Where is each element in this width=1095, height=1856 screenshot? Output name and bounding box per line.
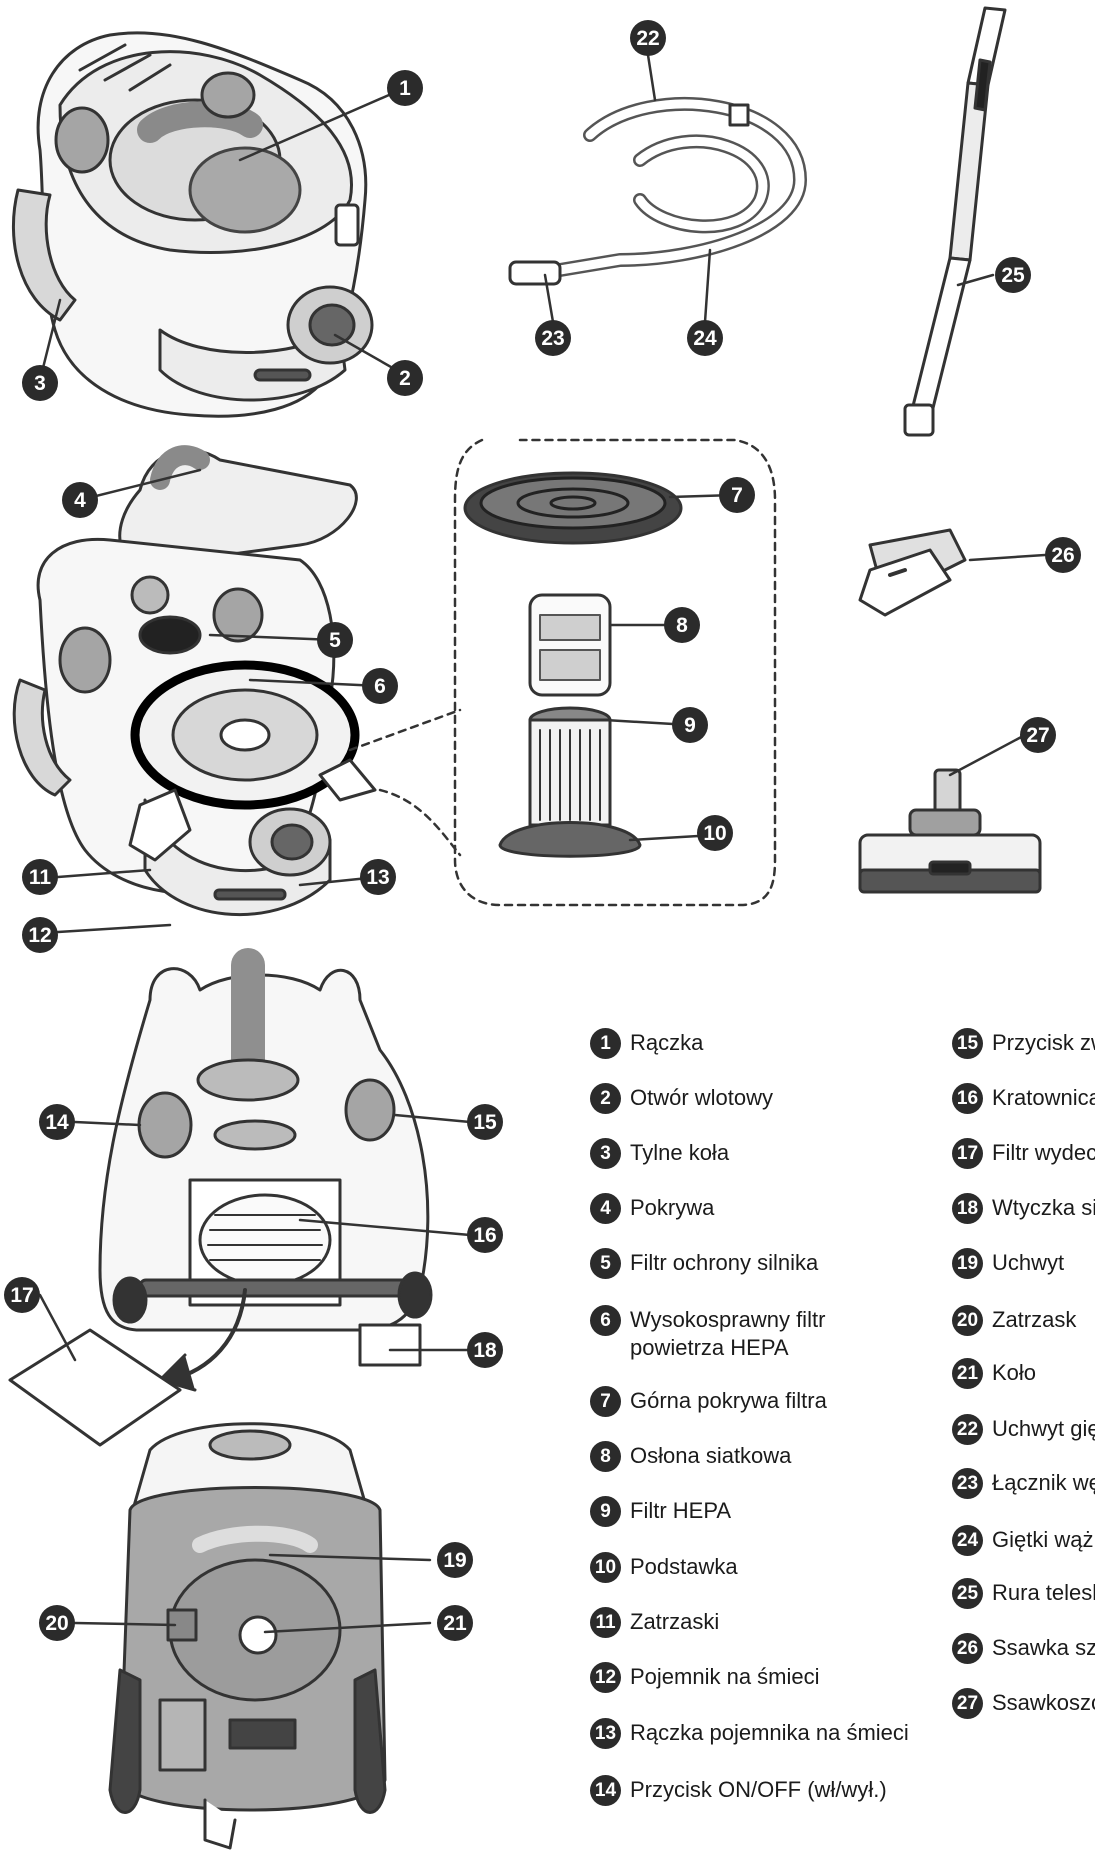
callout-1: 1 bbox=[387, 70, 423, 106]
svg-text:23: 23 bbox=[541, 327, 564, 350]
callout-18: 18 bbox=[467, 1332, 503, 1368]
flexible-hose bbox=[508, 96, 807, 286]
svg-text:11: 11 bbox=[29, 866, 52, 889]
svg-text:6: 6 bbox=[374, 675, 386, 698]
vacuum-bottom-view bbox=[108, 1422, 387, 1850]
vacuum-open-view bbox=[12, 438, 777, 916]
callout-3: 3 bbox=[22, 365, 58, 401]
legend-item-6-line1: Wysokosprawny filtr bbox=[630, 1307, 826, 1332]
callout-17: 17 bbox=[4, 1277, 40, 1313]
svg-text:17: 17 bbox=[10, 1284, 33, 1307]
callout-2: 2 bbox=[387, 360, 423, 396]
callout-5: 5 bbox=[317, 622, 353, 658]
callout-7: 7 bbox=[719, 477, 755, 513]
callout-23: 23 bbox=[535, 320, 571, 356]
svg-text:10: 10 bbox=[703, 822, 726, 845]
floor-nozzle bbox=[858, 768, 1042, 894]
callout-21: 21 bbox=[437, 1605, 473, 1641]
callout-22: 22 bbox=[630, 20, 666, 56]
callout-6: 6 bbox=[362, 668, 398, 704]
svg-text:24: 24 bbox=[693, 327, 717, 350]
svg-text:5: 5 bbox=[329, 629, 341, 652]
svg-text:21: 21 bbox=[443, 1612, 467, 1635]
svg-text:27: 27 bbox=[1026, 724, 1049, 747]
svg-text:16: 16 bbox=[473, 1224, 496, 1247]
callout-12: 12 bbox=[22, 917, 58, 953]
legend-item-27: 27Ssawkoszcz bbox=[952, 1688, 1095, 1719]
svg-text:12: 12 bbox=[28, 924, 51, 947]
callout-27: 27 bbox=[1020, 717, 1056, 753]
svg-text:13: 13 bbox=[366, 866, 389, 889]
svg-text:26: 26 bbox=[1051, 544, 1074, 567]
legend-item-6-line2: powietrza HEPA bbox=[630, 1335, 789, 1360]
svg-text:1: 1 bbox=[399, 77, 411, 100]
svg-text:19: 19 bbox=[443, 1549, 466, 1572]
callout-13: 13 bbox=[360, 859, 396, 895]
svg-text:14: 14 bbox=[45, 1111, 69, 1134]
svg-text:15: 15 bbox=[473, 1111, 497, 1134]
crevice-brush-tool bbox=[858, 528, 967, 617]
svg-text:18: 18 bbox=[473, 1339, 497, 1362]
svg-text:2: 2 bbox=[399, 367, 411, 390]
svg-text:20: 20 bbox=[45, 1612, 68, 1635]
callout-25: 25 bbox=[995, 257, 1031, 293]
svg-text:9: 9 bbox=[684, 714, 696, 737]
svg-text:7: 7 bbox=[731, 484, 743, 507]
callout-11: 11 bbox=[22, 859, 58, 895]
callout-8: 8 bbox=[664, 607, 700, 643]
callout-16: 16 bbox=[467, 1217, 503, 1253]
callout-19: 19 bbox=[437, 1542, 473, 1578]
svg-text:4: 4 bbox=[74, 489, 86, 512]
vacuum-rear-view bbox=[8, 948, 433, 1447]
svg-text:25: 25 bbox=[1001, 264, 1025, 287]
callout-20: 20 bbox=[39, 1605, 75, 1641]
svg-text:3: 3 bbox=[34, 372, 46, 395]
vacuum-body-front-view bbox=[11, 31, 374, 418]
callout-24: 24 bbox=[687, 320, 723, 356]
callout-9: 9 bbox=[672, 707, 708, 743]
callout-14: 14 bbox=[39, 1104, 75, 1140]
svg-text:22: 22 bbox=[636, 27, 659, 50]
telescopic-tube bbox=[903, 6, 1007, 437]
callout-10: 10 bbox=[697, 815, 733, 851]
callout-4: 4 bbox=[62, 482, 98, 518]
legend-item-3: 3 Tylne koła bbox=[590, 1138, 729, 1169]
callout-15: 15 bbox=[467, 1104, 503, 1140]
callout-26: 26 bbox=[1045, 537, 1081, 573]
svg-text:8: 8 bbox=[676, 614, 688, 637]
